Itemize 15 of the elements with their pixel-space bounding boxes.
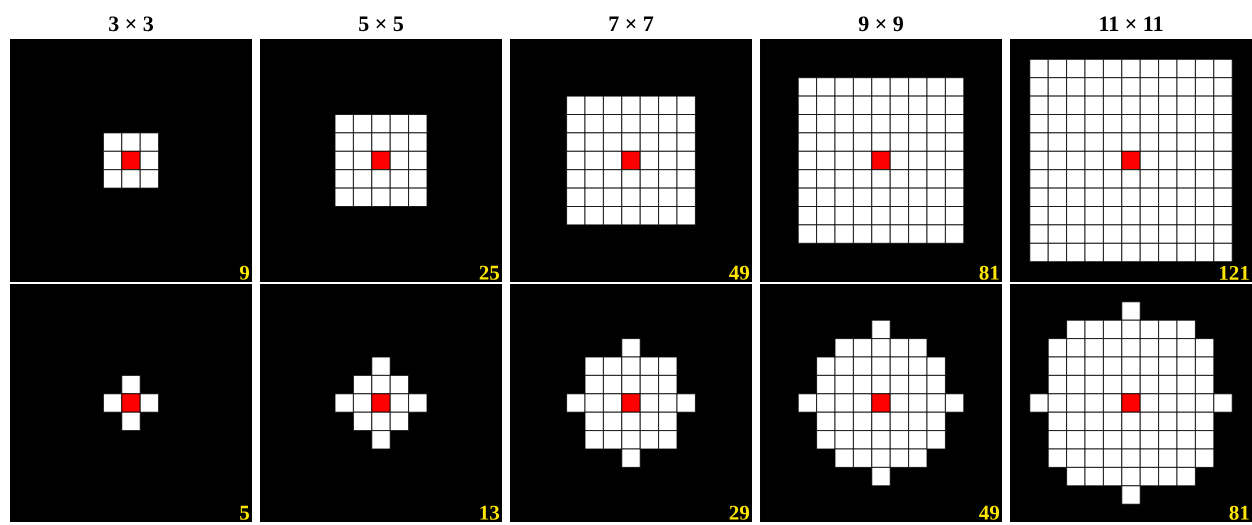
pixel-count: 81: [979, 265, 999, 280]
pixel-count: 49: [729, 265, 750, 280]
pixel-count: 121: [1220, 265, 1249, 280]
column-heading: 3 × 3: [109, 16, 154, 32]
column-heading: 7 × 7: [609, 16, 654, 31]
column-heading: 9 × 9: [858, 16, 903, 32]
pixel-count: 5: [240, 505, 250, 520]
pixel-count: 29: [729, 505, 750, 520]
column-heading: 11 × 11: [1100, 16, 1163, 31]
pixel-count: 13: [480, 505, 500, 520]
pixel-count: 81: [1229, 505, 1249, 520]
pixel-count: 49: [979, 505, 1000, 520]
pixel-count: 25: [479, 265, 500, 280]
pixel-count: 9: [239, 265, 250, 280]
column-heading: 5 × 5: [359, 16, 403, 32]
